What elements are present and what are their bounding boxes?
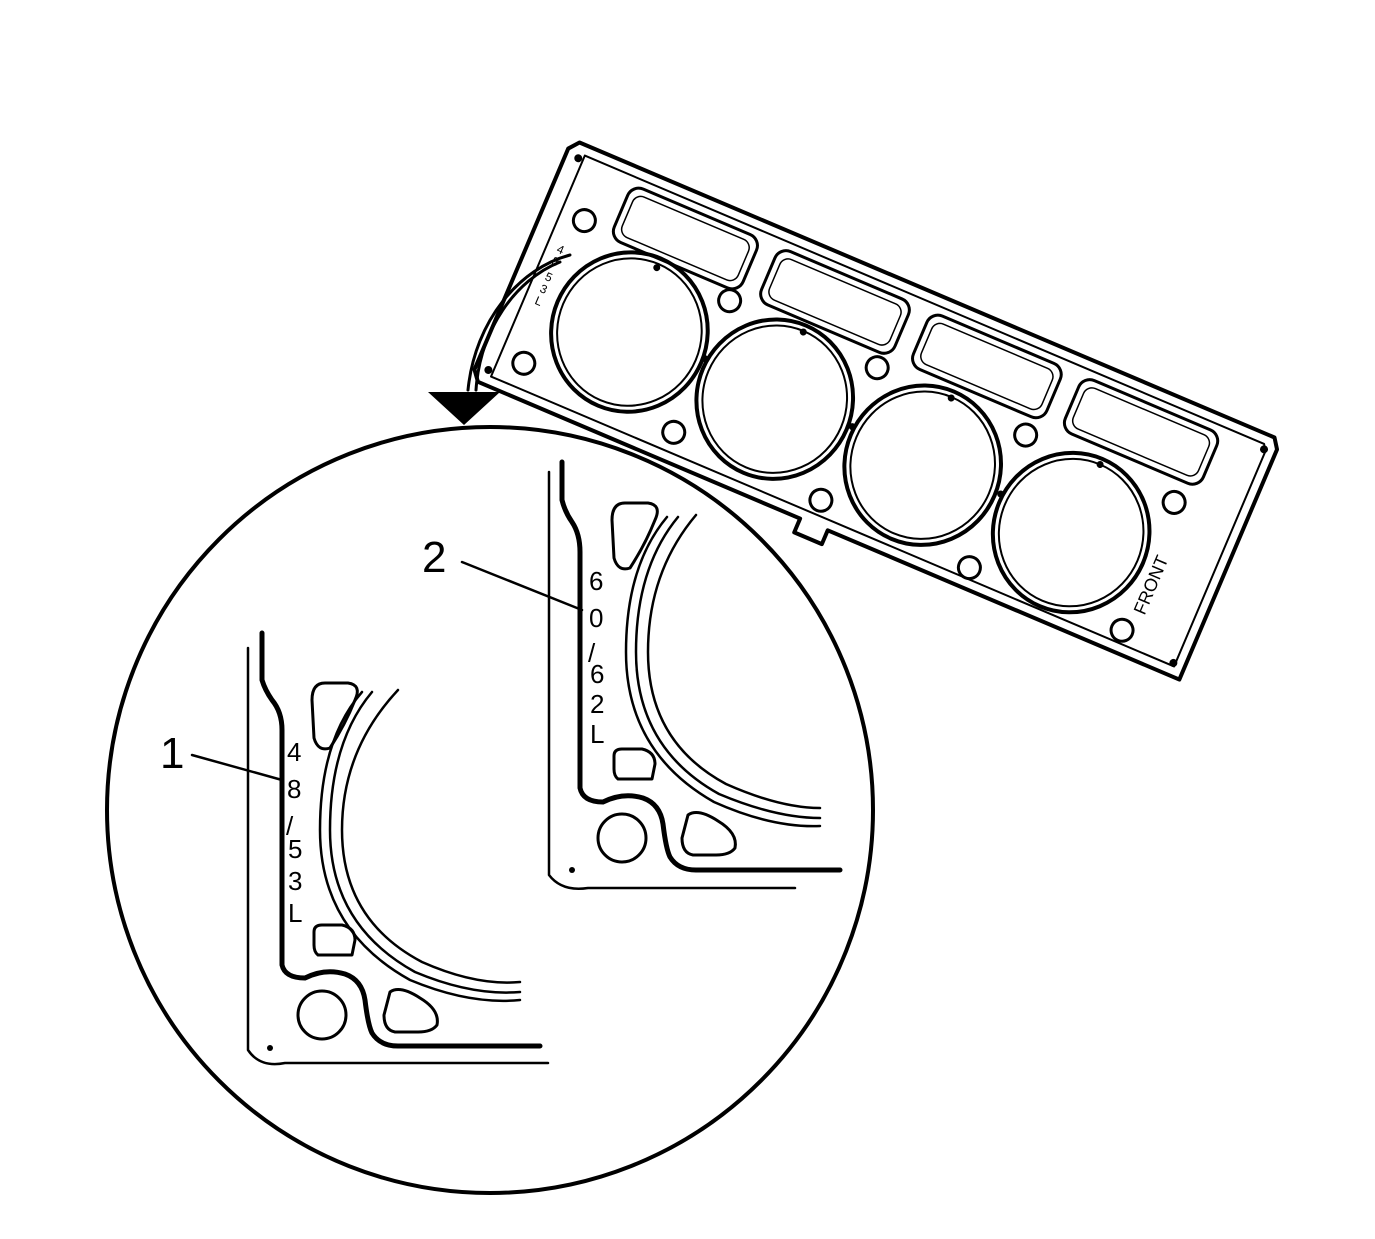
stamp-char: / <box>286 811 294 841</box>
stamp-char: 8 <box>287 774 301 804</box>
detail-two-gasket-corner: 6 0 / 6 2 L <box>547 459 843 890</box>
cylinder-bore-4 <box>990 450 1152 615</box>
gasket-stamp-char: 3 <box>538 281 550 297</box>
head-bolt-holes <box>511 208 1187 643</box>
coolant-window-2-inner <box>768 258 902 346</box>
arrow-head <box>428 392 500 425</box>
callout-one-number: 1 <box>160 729 184 778</box>
gasket-stamp-char: 5 <box>543 269 555 285</box>
stamp-char: 6 <box>589 566 603 596</box>
callout-two-number: 2 <box>422 533 446 582</box>
detail-magnifier-circle <box>105 425 875 1195</box>
coolant-window-3-inner <box>920 322 1054 411</box>
zoom-arrow <box>428 253 572 425</box>
detail-one-gasket-corner: 4 8 / 5 3 L <box>246 630 550 1066</box>
gasket-stamp-char: 4 <box>555 242 567 258</box>
coolant-window-2 <box>759 249 911 355</box>
cylinder-bore-3 <box>842 383 1003 547</box>
stamp-char: L <box>590 719 604 749</box>
coolant-window-4-inner <box>1071 387 1211 477</box>
callout-two: 2 <box>422 533 584 612</box>
callout-two-leader <box>460 560 584 612</box>
coolant-window-3 <box>911 313 1063 420</box>
stamp-char: 0 <box>589 603 603 633</box>
gasket-stamp-char: 8 <box>550 254 562 270</box>
cylinder-bore-2 <box>694 317 856 481</box>
cylinder-head-gasket: 4 8 5 3 L FRONT <box>472 140 1280 682</box>
stamp-char: 6 <box>590 659 604 689</box>
detail-one-stamp: 4 8 / 5 3 L <box>286 737 302 928</box>
stamp-char: 3 <box>288 866 302 896</box>
stamp-char: 2 <box>590 689 604 719</box>
stamp-char: 5 <box>288 834 302 864</box>
small-holes <box>484 154 1269 667</box>
stamp-char: L <box>288 898 302 928</box>
coolant-window-4 <box>1062 378 1220 486</box>
gasket-inner-outline <box>490 154 1267 668</box>
callout-one-leader <box>190 753 284 782</box>
stamp-char: 4 <box>287 737 301 767</box>
stamp-char: / <box>588 638 596 668</box>
cylinder-bore-1-inner <box>556 257 703 407</box>
gasket-stamp-char: L <box>533 293 545 309</box>
detail-two-stamp: 6 0 / 6 2 L <box>588 566 604 749</box>
cylinder-bore-1 <box>549 250 710 414</box>
gasket-small-stamp: 4 8 5 3 L <box>533 242 567 309</box>
coolant-window-1-inner <box>620 195 750 282</box>
callout-one: 1 <box>160 729 284 782</box>
